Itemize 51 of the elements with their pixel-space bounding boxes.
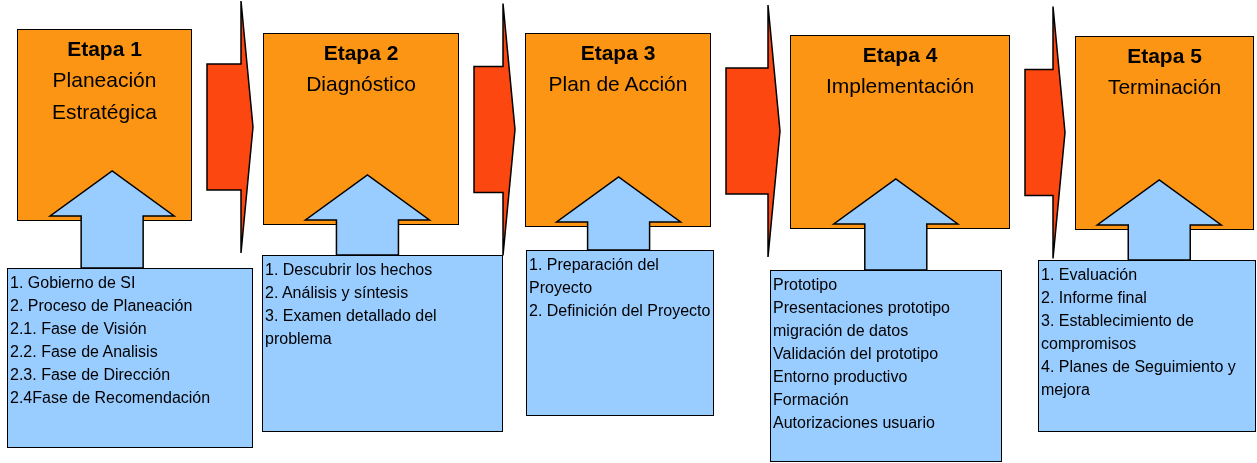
stage-name: Implementación — [824, 73, 976, 99]
stage-title: Etapa 1 — [66, 36, 143, 62]
stage-box — [790, 35, 1010, 229]
block-arrow — [554, 176, 683, 251]
block-arrow — [1024, 5, 1066, 260]
list-item: Validación del prototipo — [773, 344, 940, 364]
list-item: Autorizaciones usuario — [773, 413, 936, 433]
block-arrow — [1094, 179, 1224, 261]
stage-box — [263, 33, 459, 225]
task-list-box — [770, 270, 1002, 462]
stage-title: Etapa 2 — [322, 40, 400, 66]
task-list-box — [262, 255, 503, 432]
list-item: 3. Establecimiento de compromisos — [1041, 311, 1195, 354]
task-list-box — [1038, 260, 1256, 432]
list-item: Prototipo — [773, 275, 839, 295]
stage-name: Planeación Estratégica — [50, 67, 159, 125]
list-item: 2.3. Fase de Dirección — [10, 365, 172, 385]
list-item: 2.2. Fase de Analisis — [10, 342, 159, 362]
block-arrow — [831, 178, 961, 271]
stage-title: Etapa 4 — [861, 42, 939, 68]
list-item: 1. Preparación del Proyecto — [529, 255, 660, 298]
list-item: migración de datos — [773, 321, 910, 341]
stage-box — [1075, 36, 1254, 230]
list-item: Entorno productivo — [773, 367, 909, 387]
stage-title: Etapa 3 — [579, 40, 657, 66]
list-item: 4. Planes de Seguimiento y mejora — [1041, 357, 1237, 400]
block-arrow — [473, 2, 516, 257]
list-item: 2. Análisis y síntesis — [265, 283, 410, 303]
stage-box — [525, 33, 711, 227]
block-arrow — [206, 0, 254, 254]
stage-box — [17, 29, 192, 221]
stage-name: Plan de Acción — [547, 71, 689, 97]
list-item: 1. Gobierno de SI — [10, 273, 137, 293]
list-item: 2.4Fase de Recomendación — [10, 388, 212, 408]
block-arrow — [725, 4, 781, 258]
stage-title: Etapa 5 — [1126, 43, 1203, 69]
list-item: Presentaciones prototipo — [773, 298, 951, 318]
stage-name: Terminación — [1106, 74, 1223, 100]
list-item: 2. Definición del Proyecto — [529, 301, 711, 321]
list-item: 1. Evaluación — [1041, 265, 1139, 285]
list-item: 2. Informe final — [1041, 288, 1148, 308]
block-arrow — [47, 170, 177, 269]
list-item: 2.1. Fase de Visión — [10, 319, 148, 339]
stage-name: Diagnóstico — [305, 71, 417, 97]
task-list-box — [526, 250, 714, 416]
list-item: 2. Proceso de Planeación — [10, 296, 194, 316]
list-item: 1. Descubrir los hechos — [265, 260, 434, 280]
list-item: 3. Examen detallado del problema — [265, 306, 438, 349]
task-list-box — [7, 268, 253, 448]
block-arrow — [303, 174, 432, 256]
list-item: Formación — [773, 390, 850, 410]
